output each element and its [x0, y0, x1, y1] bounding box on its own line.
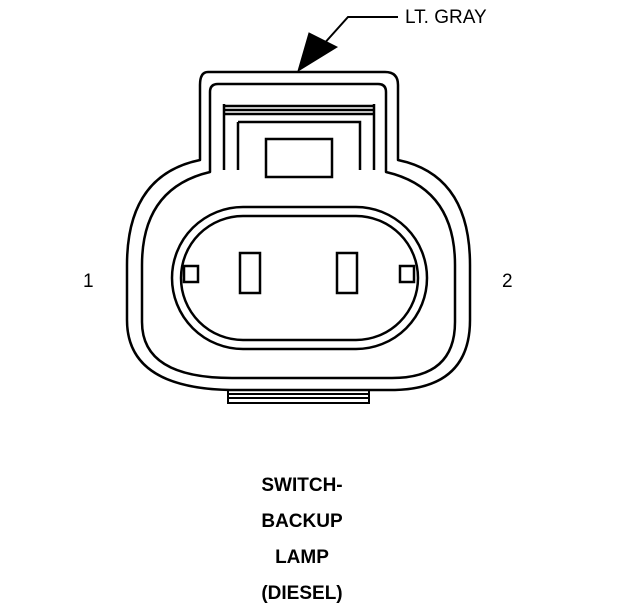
- terminal-pin-1: [238, 251, 262, 295]
- caption-line: SWITCH-: [261, 475, 343, 496]
- keyway-left: [182, 264, 200, 284]
- wire-color-label: LT. GRAY: [405, 7, 487, 28]
- connector-caption: SWITCH- BACKUP LAMP (DIESEL): [200, 468, 404, 612]
- terminal-pin-2: [335, 251, 359, 295]
- caption-line: LAMP: [275, 547, 329, 568]
- pin-2-label: 2: [502, 271, 513, 292]
- wire-seal: [227, 390, 370, 404]
- caption-line: (DIESEL): [261, 583, 343, 604]
- pin-cavity: [170, 205, 429, 351]
- pin-1-label: 1: [83, 271, 94, 292]
- connector-housing-outer: [125, 70, 472, 392]
- connector-housing-inner: [140, 82, 457, 380]
- leader-arrow: [297, 16, 398, 73]
- locking-tab: [222, 104, 376, 179]
- caption-line: BACKUP: [261, 511, 343, 532]
- keyway-right: [398, 264, 416, 284]
